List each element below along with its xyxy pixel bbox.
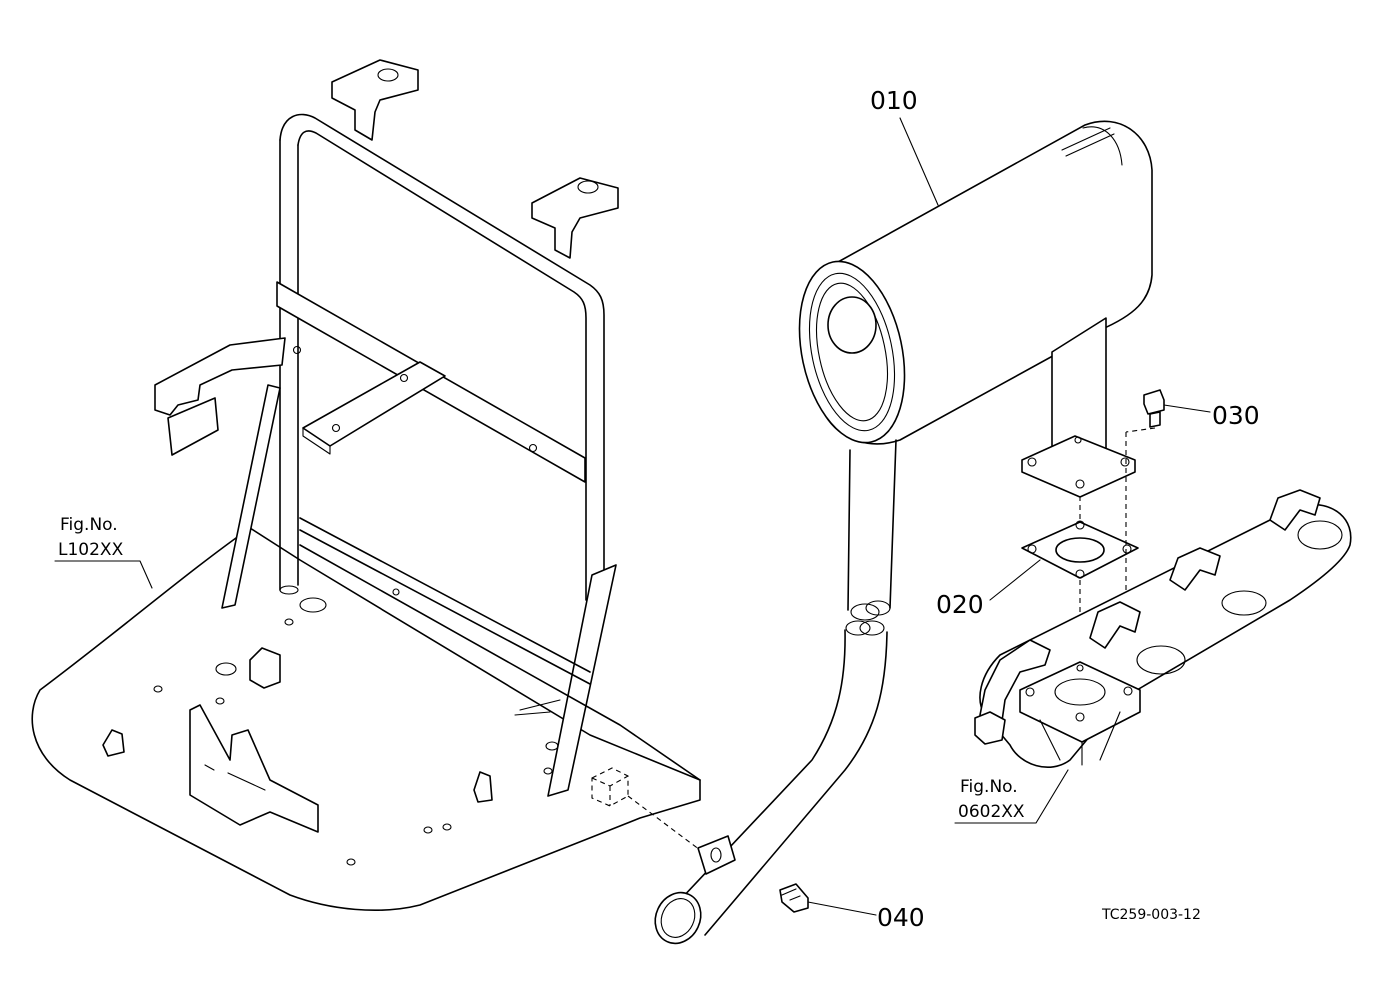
plate-tab [473,771,493,803]
part-number-020: 020 [936,590,984,619]
tail-pipe-end [654,891,702,945]
frame-leg [221,384,281,609]
part-number-010: 010 [870,86,918,115]
muffler-flange [1021,435,1136,498]
part-number-030: 030 [1212,401,1260,430]
bolt-040 [779,883,809,913]
plate-tab [249,647,281,689]
cross-member [302,361,446,447]
exhaust-manifold [974,489,1352,769]
drawing-code: TC259-003-12 [1101,907,1201,923]
muffler-outlet [827,296,877,354]
front-bracket [189,704,319,833]
leader-lines [54,117,1211,916]
plate-tab [102,729,125,757]
muffler-assembly [798,120,1153,498]
bolt-030 [1125,389,1165,433]
plate-holes [153,597,559,866]
tail-pipe-bracket [697,835,736,875]
tail-pipe [627,439,897,945]
frame-assembly [31,59,701,911]
side-bracket [154,337,286,416]
fig-ref-prefix: Fig.No. [960,777,1018,797]
top-bracket [331,59,419,141]
fig-ref-code: L102XX [58,540,124,560]
floor-plate [31,527,701,911]
fig-ref-code: 0602XX [958,802,1025,822]
fig-ref-prefix: Fig.No. [60,515,118,535]
top-bracket [531,177,619,259]
manifold-outlet-flange [1019,661,1141,743]
part-number-040: 040 [877,903,925,932]
